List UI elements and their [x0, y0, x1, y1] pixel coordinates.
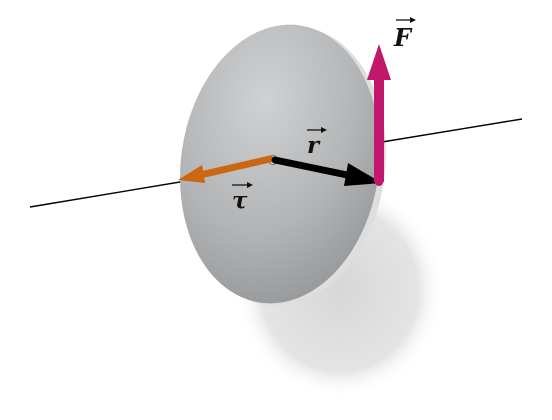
radius-label-text: r — [307, 132, 321, 159]
force-label-text: F — [393, 23, 413, 52]
torque-arrow — [178, 155, 274, 183]
radius-label: r — [307, 127, 327, 159]
force-label: F — [393, 17, 416, 52]
rotation-axis-right — [381, 118, 523, 143]
torque-label-text: τ — [232, 187, 248, 214]
torque-label: τ — [232, 182, 253, 214]
radius-arrow — [271, 156, 382, 186]
rotation-axis-left — [29, 176, 211, 208]
force-arrow — [367, 44, 391, 186]
